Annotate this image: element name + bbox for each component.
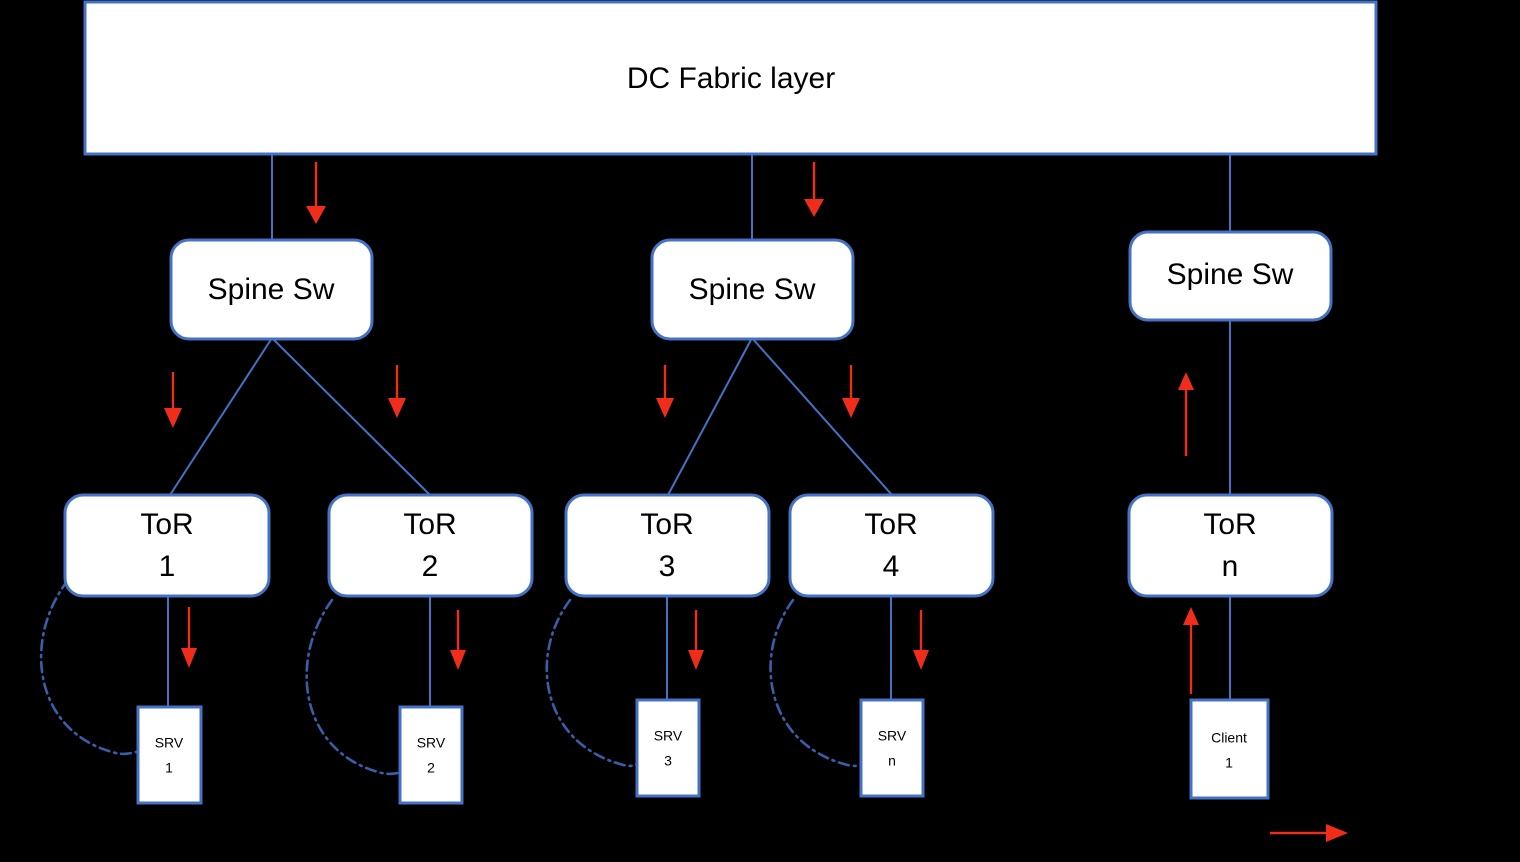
tor-switch-3-label-line2: 3 (659, 550, 676, 583)
tor-switch-1[interactable]: ToR 1 (63, 493, 271, 598)
dc-fabric-layer-box[interactable] (83, 0, 1378, 156)
flow-arrowhead-tor1-srv1 (181, 648, 197, 668)
dc-fabric-layer-node[interactable]: DC Fabric layer (83, 0, 1378, 156)
tor-switch-3[interactable]: ToR 3 (564, 493, 771, 598)
server-2-box[interactable] (398, 705, 464, 805)
link-spine2-tor3 (667, 337, 753, 496)
link-spine1-tor2 (271, 337, 431, 496)
tor-switch-n[interactable]: ToR n (1127, 493, 1334, 598)
fabric-to-spine-links (271, 155, 1231, 240)
server-n-box[interactable] (859, 698, 925, 798)
tor-switch-n-box[interactable] (1127, 493, 1334, 598)
server-1-label-line2: 1 (165, 760, 173, 776)
client-1-label-line2: 1 (1225, 755, 1233, 771)
spine-switch-3[interactable]: Spine Sw (1128, 230, 1333, 322)
dashdot-return-curves (39, 578, 866, 776)
tor-to-endpoint-links (167, 596, 1231, 707)
server-n-label-line2: n (888, 753, 896, 769)
flow-arrowhead-spine1-tor2 (388, 398, 406, 418)
dc-fabric-layer-label: DC Fabric layer (627, 62, 835, 95)
spine-switch-1[interactable]: Spine Sw (169, 238, 374, 341)
spine-switch-2-box[interactable] (650, 238, 855, 341)
tor-switch-4-label-line1: ToR (864, 508, 917, 541)
tor-switch-3-label-line1: ToR (640, 508, 693, 541)
tor-switch-2[interactable]: ToR 2 (327, 493, 534, 598)
server-3-label-line2: 3 (664, 753, 672, 769)
curve-tor1-srv1 (39, 578, 138, 756)
tor-switch-1-label-line2: 1 (159, 550, 176, 583)
flow-arrowhead-tor4-srvn (913, 650, 929, 670)
spine-switch-2[interactable]: Spine Sw (650, 238, 855, 341)
curve-tor3-srv3 (545, 598, 640, 768)
tor-switch-n-label-line2: n (1222, 550, 1239, 583)
flow-arrows (164, 162, 1348, 842)
tor-switch-4[interactable]: ToR 4 (788, 493, 995, 598)
tor-switch-n-label-line1: ToR (1203, 508, 1256, 541)
flow-arrowhead-legend (1326, 824, 1348, 842)
flow-arrowhead-tor2-srv2 (450, 650, 466, 670)
tor-switch-2-label-line2: 2 (422, 550, 439, 583)
curve-tor4-srvn (769, 598, 866, 768)
client-1-box[interactable] (1189, 698, 1270, 800)
tor-switch-4-box[interactable] (788, 493, 995, 598)
server-1-box[interactable] (136, 705, 203, 805)
server-1[interactable]: SRV 1 (136, 705, 203, 805)
flow-arrowhead-torn-spine3 (1178, 372, 1194, 390)
spine-switch-2-label: Spine Sw (689, 273, 816, 306)
flow-arrowhead-spine2-tor4 (842, 398, 860, 418)
tor-switch-3-box[interactable] (564, 493, 771, 598)
server-2-label-line2: 2 (427, 760, 435, 776)
client-1-label-line1: Client (1211, 730, 1247, 746)
server-n[interactable]: SRV n (859, 698, 925, 798)
spine-switch-1-box[interactable] (169, 238, 374, 341)
server-3[interactable]: SRV 3 (635, 698, 701, 798)
link-spine1-tor1 (169, 337, 273, 496)
link-spine2-tor4 (751, 337, 893, 496)
curve-tor2-srv2 (305, 598, 404, 776)
client-1[interactable]: Client 1 (1189, 698, 1270, 800)
flow-arrowhead-spine2-tor3 (656, 398, 674, 418)
server-1-label-line1: SRV (155, 735, 184, 751)
server-3-box[interactable] (635, 698, 701, 798)
tor-switch-4-label-line2: 4 (883, 550, 900, 583)
flow-arrowhead-spine1-tor1 (164, 408, 182, 428)
tor-switch-2-box[interactable] (327, 493, 534, 598)
tor-switch-1-label-line1: ToR (140, 508, 193, 541)
tor-switch-2-label-line1: ToR (403, 508, 456, 541)
flow-arrowhead-fabric-spine2 (804, 199, 824, 217)
flow-arrowhead-fabric-spine1 (306, 206, 326, 224)
flow-arrowhead-tor3-srv3 (688, 650, 704, 670)
spine-switch-1-label: Spine Sw (208, 273, 335, 306)
server-3-label-line1: SRV (654, 728, 683, 744)
spine-switch-3-box[interactable] (1128, 230, 1333, 322)
tor-switch-1-box[interactable] (63, 493, 271, 598)
server-2-label-line1: SRV (417, 735, 446, 751)
flow-arrowhead-client1-torn (1183, 607, 1199, 625)
server-2[interactable]: SRV 2 (398, 705, 464, 805)
server-n-label-line1: SRV (878, 728, 907, 744)
spine-switch-3-label: Spine Sw (1167, 258, 1294, 291)
spine-to-tor-links (169, 320, 1231, 497)
